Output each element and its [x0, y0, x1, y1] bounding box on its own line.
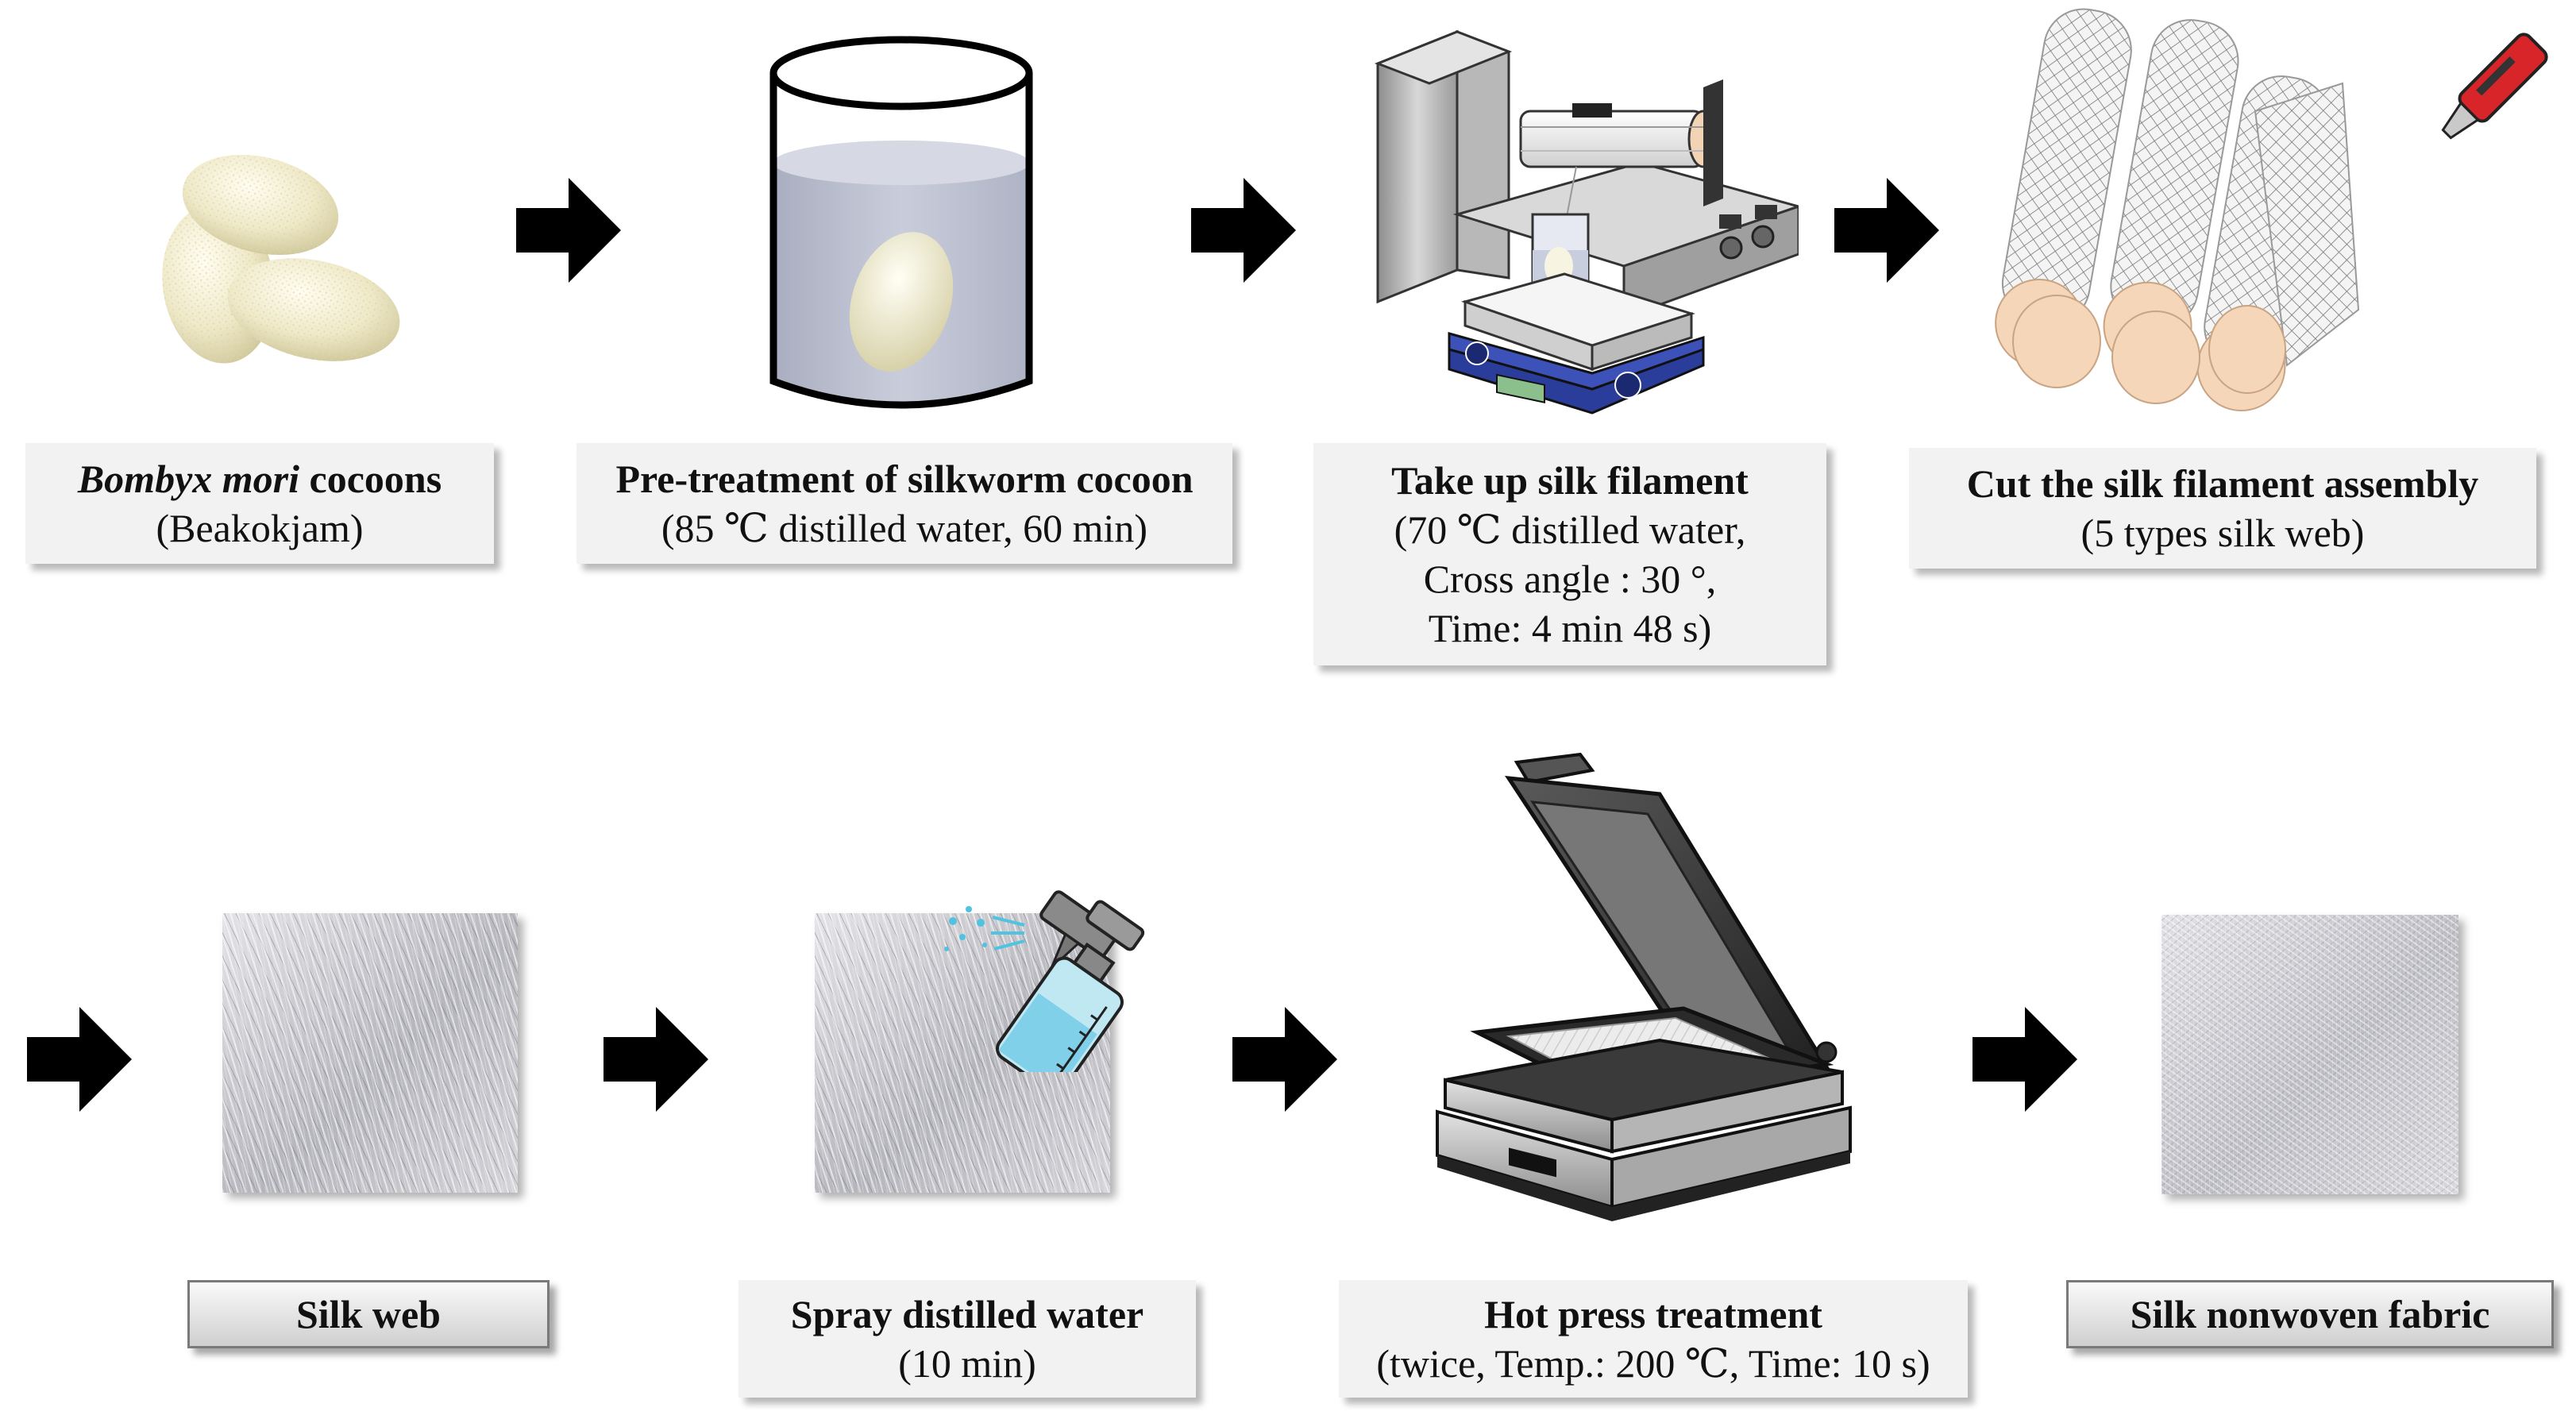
silk-web-image [222, 913, 518, 1193]
right-arrow-icon [604, 1007, 708, 1112]
step-takeup-detail-3: Time: 4 min 48 s) [1428, 606, 1712, 650]
step-takeup-title: Take up silk filament [1391, 458, 1749, 503]
step-cut-title: Cut the silk filament assembly [1966, 461, 2479, 506]
step-web-label: Silk web [187, 1280, 550, 1348]
silk-rolls-illustration [1995, 8, 2360, 412]
step-spray-label: Spray distilled water (10 min) [738, 1280, 1196, 1398]
right-arrow-icon [27, 1007, 132, 1112]
step-takeup-detail-2: Cross angle : 30 °, [1423, 557, 1717, 601]
silk-nonwoven-fabric-image [2161, 915, 2458, 1194]
step-cocoons-title: Bombyx mori cocoons [77, 457, 442, 501]
spray-bottle-icon [944, 890, 1145, 1072]
hot-press-machine-illustration [1436, 752, 1852, 1221]
step-cocoons-detail: (Beakokjam) [156, 506, 364, 550]
right-arrow-icon [1834, 178, 1939, 283]
step-cut-label: Cut the silk filament assembly (5 types … [1909, 448, 2536, 569]
step-press-detail: (twice, Temp.: 200 ℃, Time: 10 s) [1376, 1341, 1930, 1386]
step-pretreat-label: Pre-treatment of silkworm cocoon (85 ℃ d… [577, 443, 1232, 564]
step-pretreat-detail: (85 ℃ distilled water, 60 min) [661, 506, 1148, 550]
step-cocoons-label: Bombyx mori cocoons (Beakokjam) [25, 443, 494, 564]
step-cut-detail: (5 types silk web) [2080, 511, 2365, 555]
step-fabric-title: Silk nonwoven fabric [2130, 1292, 2490, 1336]
right-arrow-icon [1232, 1007, 1337, 1112]
right-arrow-icon [1191, 178, 1296, 283]
step-spray-title: Spray distilled water [790, 1292, 1144, 1336]
right-arrow-icon [1972, 1007, 2077, 1112]
step-pretreat-title: Pre-treatment of silkworm cocoon [615, 457, 1194, 501]
step-web-title: Silk web [295, 1292, 441, 1336]
step-takeup-detail-1: (70 ℃ distilled water, [1394, 507, 1746, 552]
step-spray-detail: (10 min) [898, 1341, 1036, 1386]
beaker-with-cocoon-illustration [769, 36, 1033, 409]
step-press-label: Hot press treatment (twice, Temp.: 200 ℃… [1339, 1280, 1968, 1398]
step-press-title: Hot press treatment [1484, 1292, 1822, 1336]
step-fabric-label: Silk nonwoven fabric [2066, 1280, 2554, 1348]
silk-reeling-machine-illustration [1374, 29, 1799, 415]
right-arrow-icon [516, 178, 621, 283]
utility-knife-icon [2441, 33, 2548, 140]
step-takeup-label: Take up silk filament (70 ℃ distilled wa… [1313, 443, 1826, 665]
silk-cocoons-illustration [162, 154, 400, 364]
